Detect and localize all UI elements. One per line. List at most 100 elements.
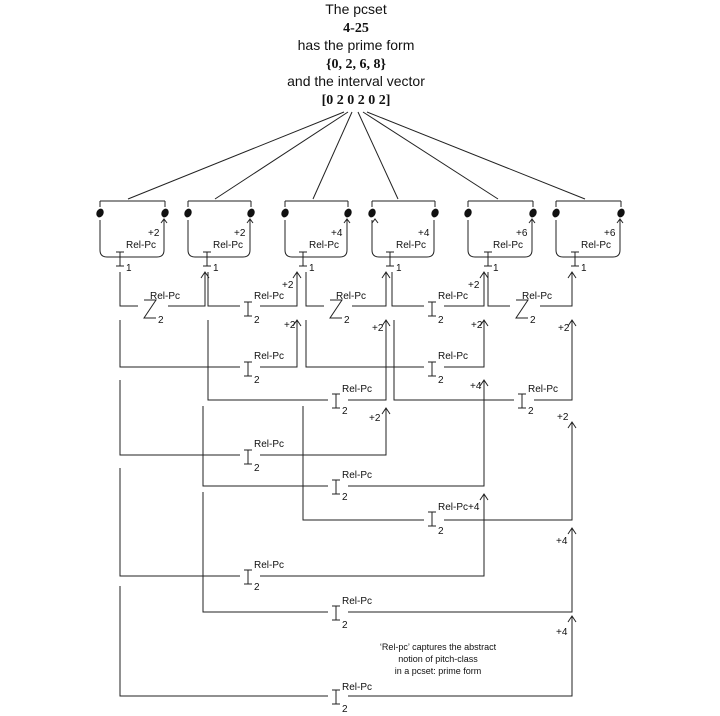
arrowhead <box>479 271 489 279</box>
note-head <box>344 208 352 218</box>
level-label: 2 <box>342 492 348 503</box>
arrowhead <box>528 218 536 224</box>
level-label: 2 <box>342 620 348 631</box>
interval-vector: [0 2 0 2 0 2] <box>322 93 391 108</box>
dyad-interval: +6 <box>516 228 528 239</box>
dyad-6: +6 Rel-Pc 1 <box>552 200 625 274</box>
dyad-3: +4 Rel-Pc 1 <box>281 200 352 274</box>
connector <box>202 492 328 613</box>
connector <box>119 586 328 697</box>
level-label: 2 <box>530 315 536 326</box>
z-marker <box>329 299 343 319</box>
arrowhead <box>567 271 577 279</box>
interval-label: +2 <box>471 320 483 331</box>
rel-pc-label: Rel-Pc <box>254 291 284 302</box>
connector <box>119 272 138 307</box>
arrowhead <box>381 271 391 279</box>
connector <box>348 616 573 697</box>
relations-row-4: Rel-Pc 2 +4 Rel-Pc 2 +2 +2 <box>207 319 577 424</box>
dyad-loop <box>284 220 348 258</box>
dyad-interval: +2 <box>234 228 246 239</box>
interval-label: +2 <box>284 320 296 331</box>
dyad-loop <box>555 220 621 258</box>
z-marker <box>515 299 529 319</box>
header: The pcset 4-25 has the prime form {0, 2,… <box>287 1 425 108</box>
rel-pc-label: Rel-Pc <box>522 291 552 302</box>
arrowhead <box>371 218 379 224</box>
arrowhead <box>479 319 489 327</box>
rel-pc-label: Rel-Pc <box>342 470 372 481</box>
rel-pc-label: Rel-Pc <box>438 291 468 302</box>
connector <box>207 320 328 401</box>
level-label: 2 <box>342 704 348 715</box>
connector <box>119 380 240 456</box>
rel-pc-label: Rel-Pc <box>528 384 558 395</box>
connector <box>260 272 298 307</box>
prime-form: {0, 2, 6, 8} <box>326 57 387 72</box>
rel-pc-label: Rel-Pc <box>126 240 156 251</box>
note-head <box>431 208 439 218</box>
rel-pc-label: Rel-Pc <box>396 240 426 251</box>
arrowhead <box>567 527 577 535</box>
header-line-5: and the interval vector <box>287 73 425 89</box>
arrowhead <box>479 493 489 501</box>
arrowhead <box>616 218 624 224</box>
rel-pc-label: Rel-Pc <box>213 240 243 251</box>
level-label: 1 <box>493 263 499 274</box>
relations-row-8: Rel-Pc 2 <box>119 468 489 593</box>
dyad-5: +6 Rel-Pc 1 <box>464 200 537 274</box>
connector <box>302 406 424 521</box>
level-label: 2 <box>254 463 260 474</box>
fan-line <box>214 111 349 200</box>
arrowhead <box>292 271 302 279</box>
arrowhead <box>479 379 489 387</box>
level-label: 2 <box>438 375 444 386</box>
connector <box>260 320 298 368</box>
connector <box>444 272 485 307</box>
fan-line <box>362 111 499 200</box>
dyad-interval: +4 <box>418 228 430 239</box>
level-label: 1 <box>581 263 587 274</box>
header-line-3: has the prime form <box>298 37 415 53</box>
note-head <box>368 208 376 218</box>
rel-pc-label: Rel-Pc <box>254 560 284 571</box>
connector <box>444 422 573 521</box>
connector <box>305 320 424 368</box>
arrowhead <box>567 319 577 327</box>
note-head <box>617 208 625 218</box>
relations-row-6: Rel-Pc 2 <box>202 379 489 503</box>
dyad-interval: +2 <box>148 228 160 239</box>
connector <box>391 272 424 307</box>
level-label: 2 <box>528 406 534 417</box>
connector <box>534 320 573 401</box>
dyad-loop <box>371 220 435 258</box>
connector <box>119 320 240 368</box>
relations-row-5: Rel-Pc 2 <box>119 380 391 474</box>
rel-pc-label: Rel-Pc <box>342 384 372 395</box>
note-head <box>552 208 560 218</box>
note-head <box>281 208 289 218</box>
level-label: 2 <box>254 582 260 593</box>
arrowhead <box>246 218 254 224</box>
interval-label: +4 <box>470 381 482 392</box>
note-head <box>464 208 472 218</box>
level-label: 2 <box>158 315 164 326</box>
level-label: 1 <box>126 263 132 274</box>
rel-pc-label: Rel-Pc <box>581 240 611 251</box>
interval-label: +2 <box>558 323 570 334</box>
rel-pc-label: Rel-Pc <box>438 502 468 513</box>
interval-label: +2 <box>372 323 384 334</box>
interval-label: +2 <box>557 412 569 423</box>
connector <box>348 528 573 613</box>
note-head <box>247 208 255 218</box>
connector <box>207 272 240 307</box>
relations-row-2: Rel-Pc 2 +2 Rel-Pc 2 Rel-Pc 2 +2 Rel-Pc … <box>119 271 577 334</box>
interval-label: +4 <box>556 627 568 638</box>
rel-pc-label: Rel-Pc <box>336 291 366 302</box>
connector <box>393 320 514 401</box>
note-head <box>96 208 104 218</box>
connector <box>487 272 510 307</box>
connector <box>348 380 485 487</box>
z-marker <box>143 299 157 319</box>
